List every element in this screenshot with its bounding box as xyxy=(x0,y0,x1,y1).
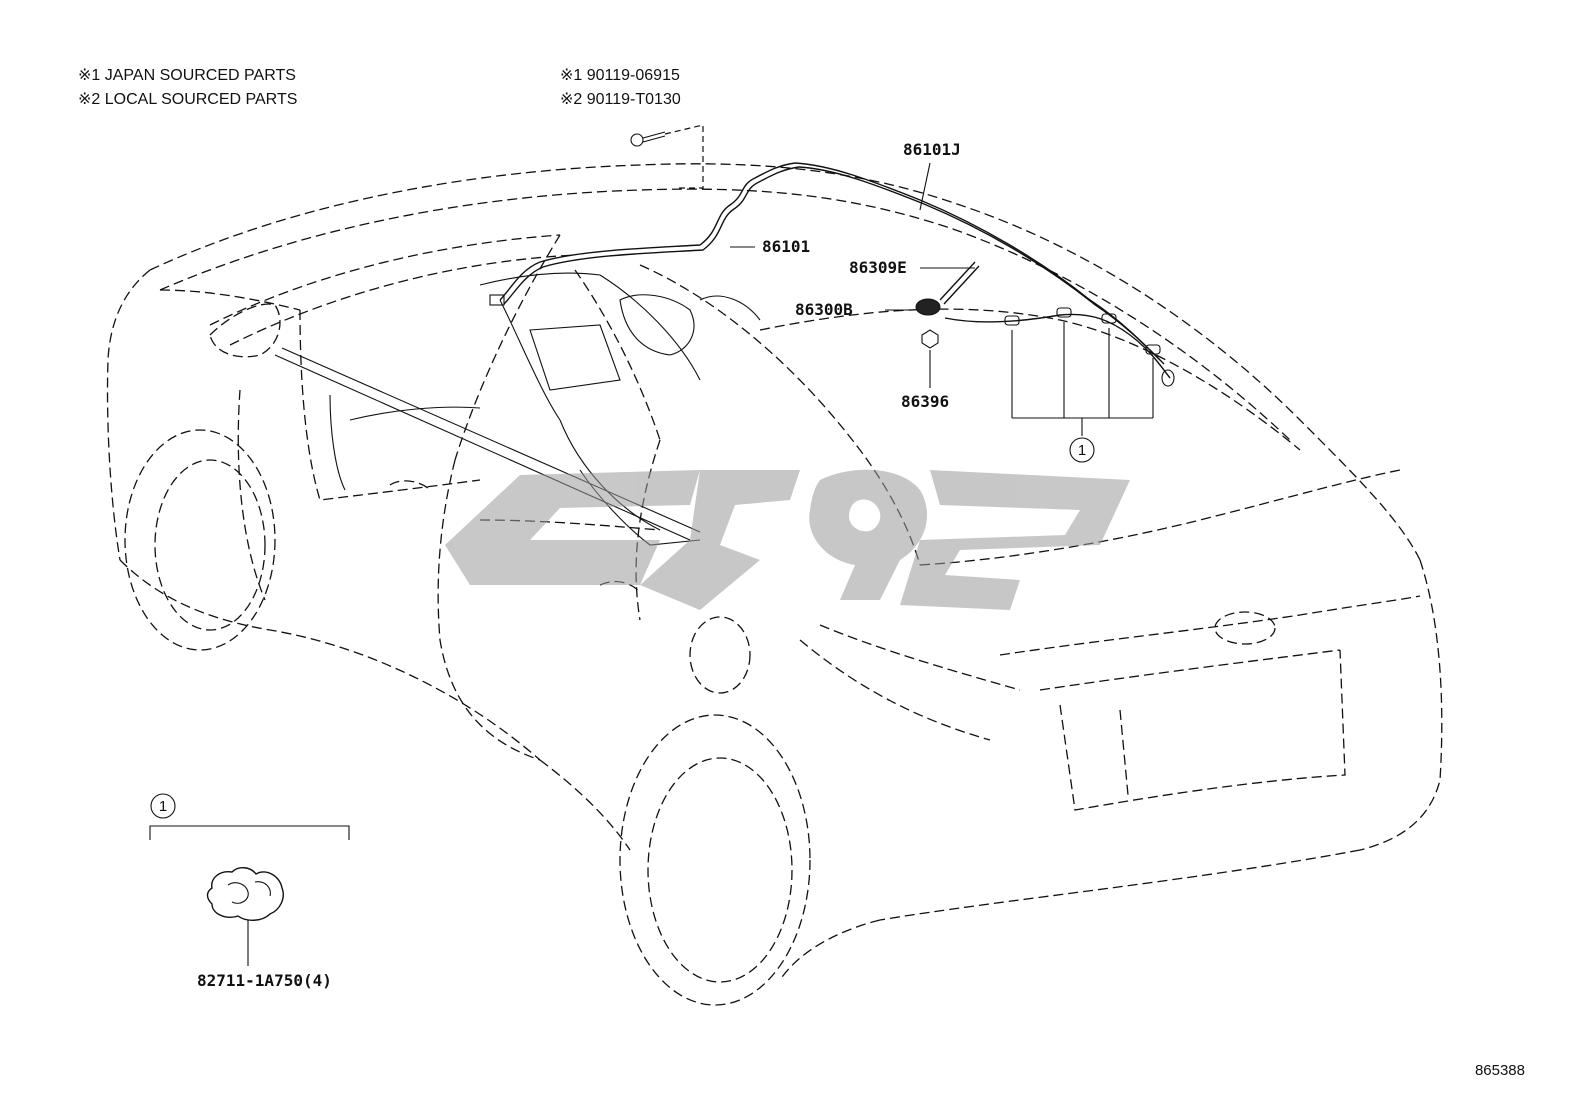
nut-icon xyxy=(921,329,939,349)
label-86309e: 86309E xyxy=(849,258,907,277)
screw-part-japan: ※1 90119-06915 xyxy=(560,67,680,84)
screw-part-local: ※2 90119-T0130 xyxy=(560,91,681,108)
label-86101j: 86101J xyxy=(903,140,961,159)
watermark-logo xyxy=(445,469,1130,610)
label-82711-1a750: 82711-1A750(4) xyxy=(197,971,332,990)
callout-circle xyxy=(1069,437,1095,463)
clip-icon xyxy=(1004,315,1020,326)
clip-detail xyxy=(149,793,350,966)
antenna-cable-86101j xyxy=(794,162,1165,365)
detail-callout-circle xyxy=(150,793,176,819)
antenna-cable-86101 xyxy=(489,162,800,306)
vehicle-outline xyxy=(106,163,1443,1006)
callout-number: 1 xyxy=(1078,442,1086,459)
detail-callout-number: 1 xyxy=(159,798,167,815)
note-japan-sourced: ※1 JAPAN SOURCED PARTS xyxy=(78,67,296,84)
antenna-base-assembly xyxy=(915,261,1175,388)
label-86300b: 86300B xyxy=(795,300,853,319)
connector-icon xyxy=(489,294,505,306)
screw-90119 xyxy=(630,124,704,189)
wire-clip-icon xyxy=(206,867,284,921)
note-local-sourced: ※2 LOCAL SOURCED PARTS xyxy=(78,91,297,108)
label-86101: 86101 xyxy=(762,237,810,256)
antenna-base-icon xyxy=(915,298,941,316)
figure-number: 865388 xyxy=(1475,1062,1525,1079)
label-86396: 86396 xyxy=(901,392,949,411)
leader-lines xyxy=(730,162,1154,463)
screw-icon xyxy=(630,133,644,147)
